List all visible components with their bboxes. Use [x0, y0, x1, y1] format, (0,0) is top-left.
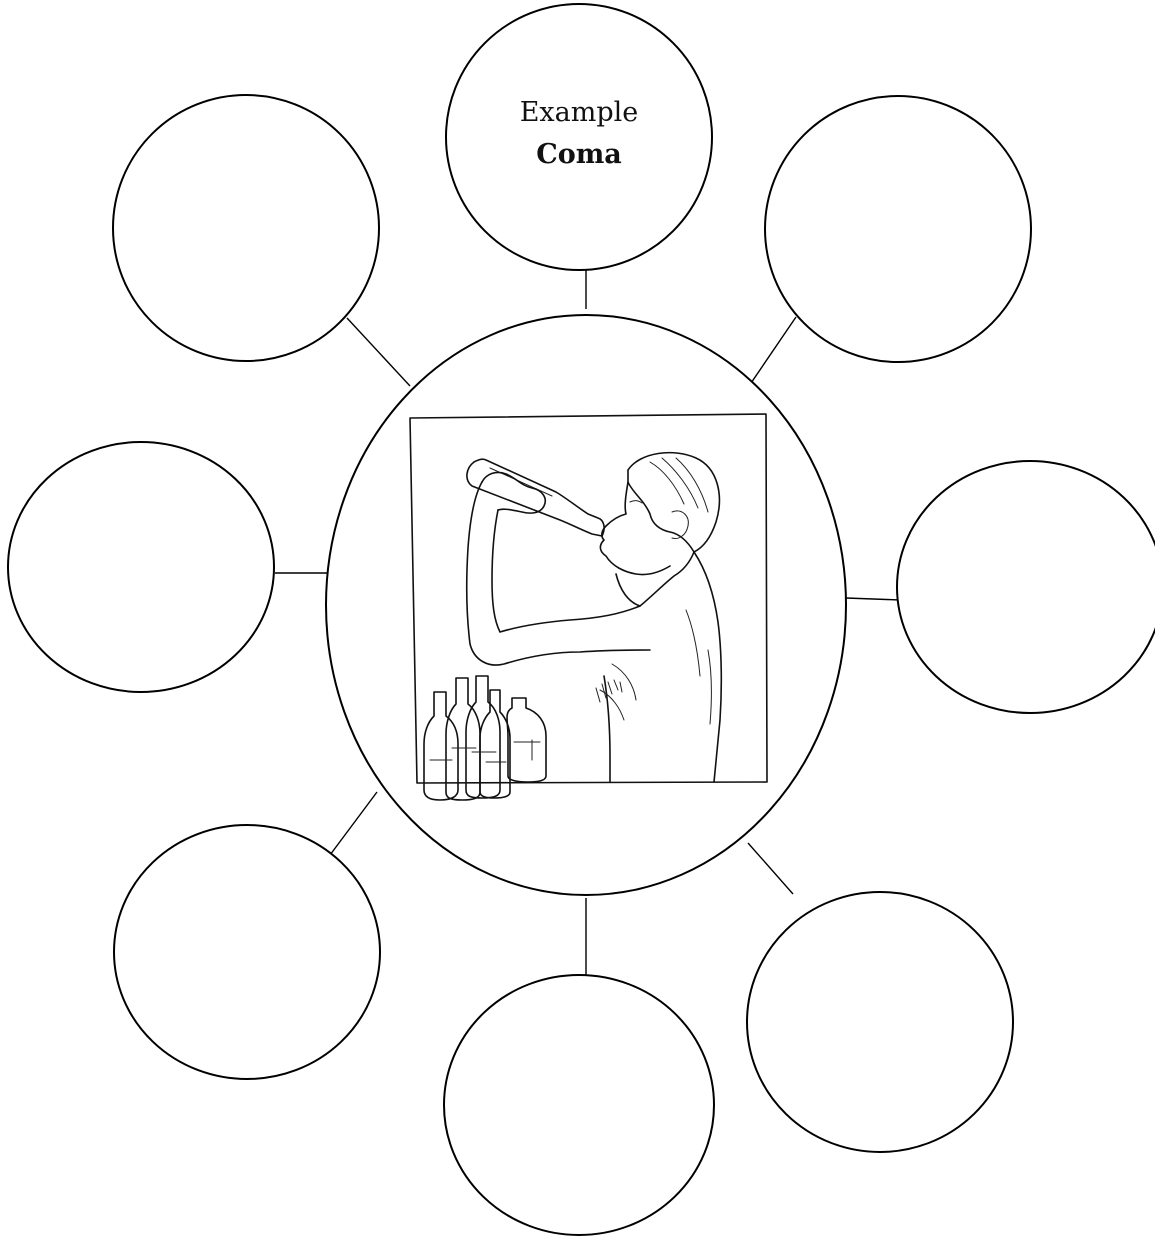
connector-bottom-right	[748, 843, 793, 894]
blank-bubble-left[interactable]	[8, 442, 274, 692]
connector-top-left	[347, 318, 410, 386]
center-bubble	[326, 315, 846, 895]
blank-bubble-bottom-right[interactable]	[747, 892, 1013, 1152]
blank-bubble-bottom-left[interactable]	[114, 825, 380, 1079]
blank-bubble-top-right[interactable]	[765, 96, 1031, 362]
example-word: Coma	[536, 139, 622, 170]
connector-top-right	[749, 317, 796, 386]
example-bubble	[446, 4, 712, 270]
connector-right	[846, 598, 900, 600]
connector-bottom-left	[330, 792, 377, 855]
blank-bubble-right[interactable]	[897, 461, 1155, 713]
blank-bubble-top-left[interactable]	[113, 95, 379, 361]
example-heading: Example	[520, 97, 639, 128]
blank-bubble-bottom-center[interactable]	[444, 975, 714, 1235]
